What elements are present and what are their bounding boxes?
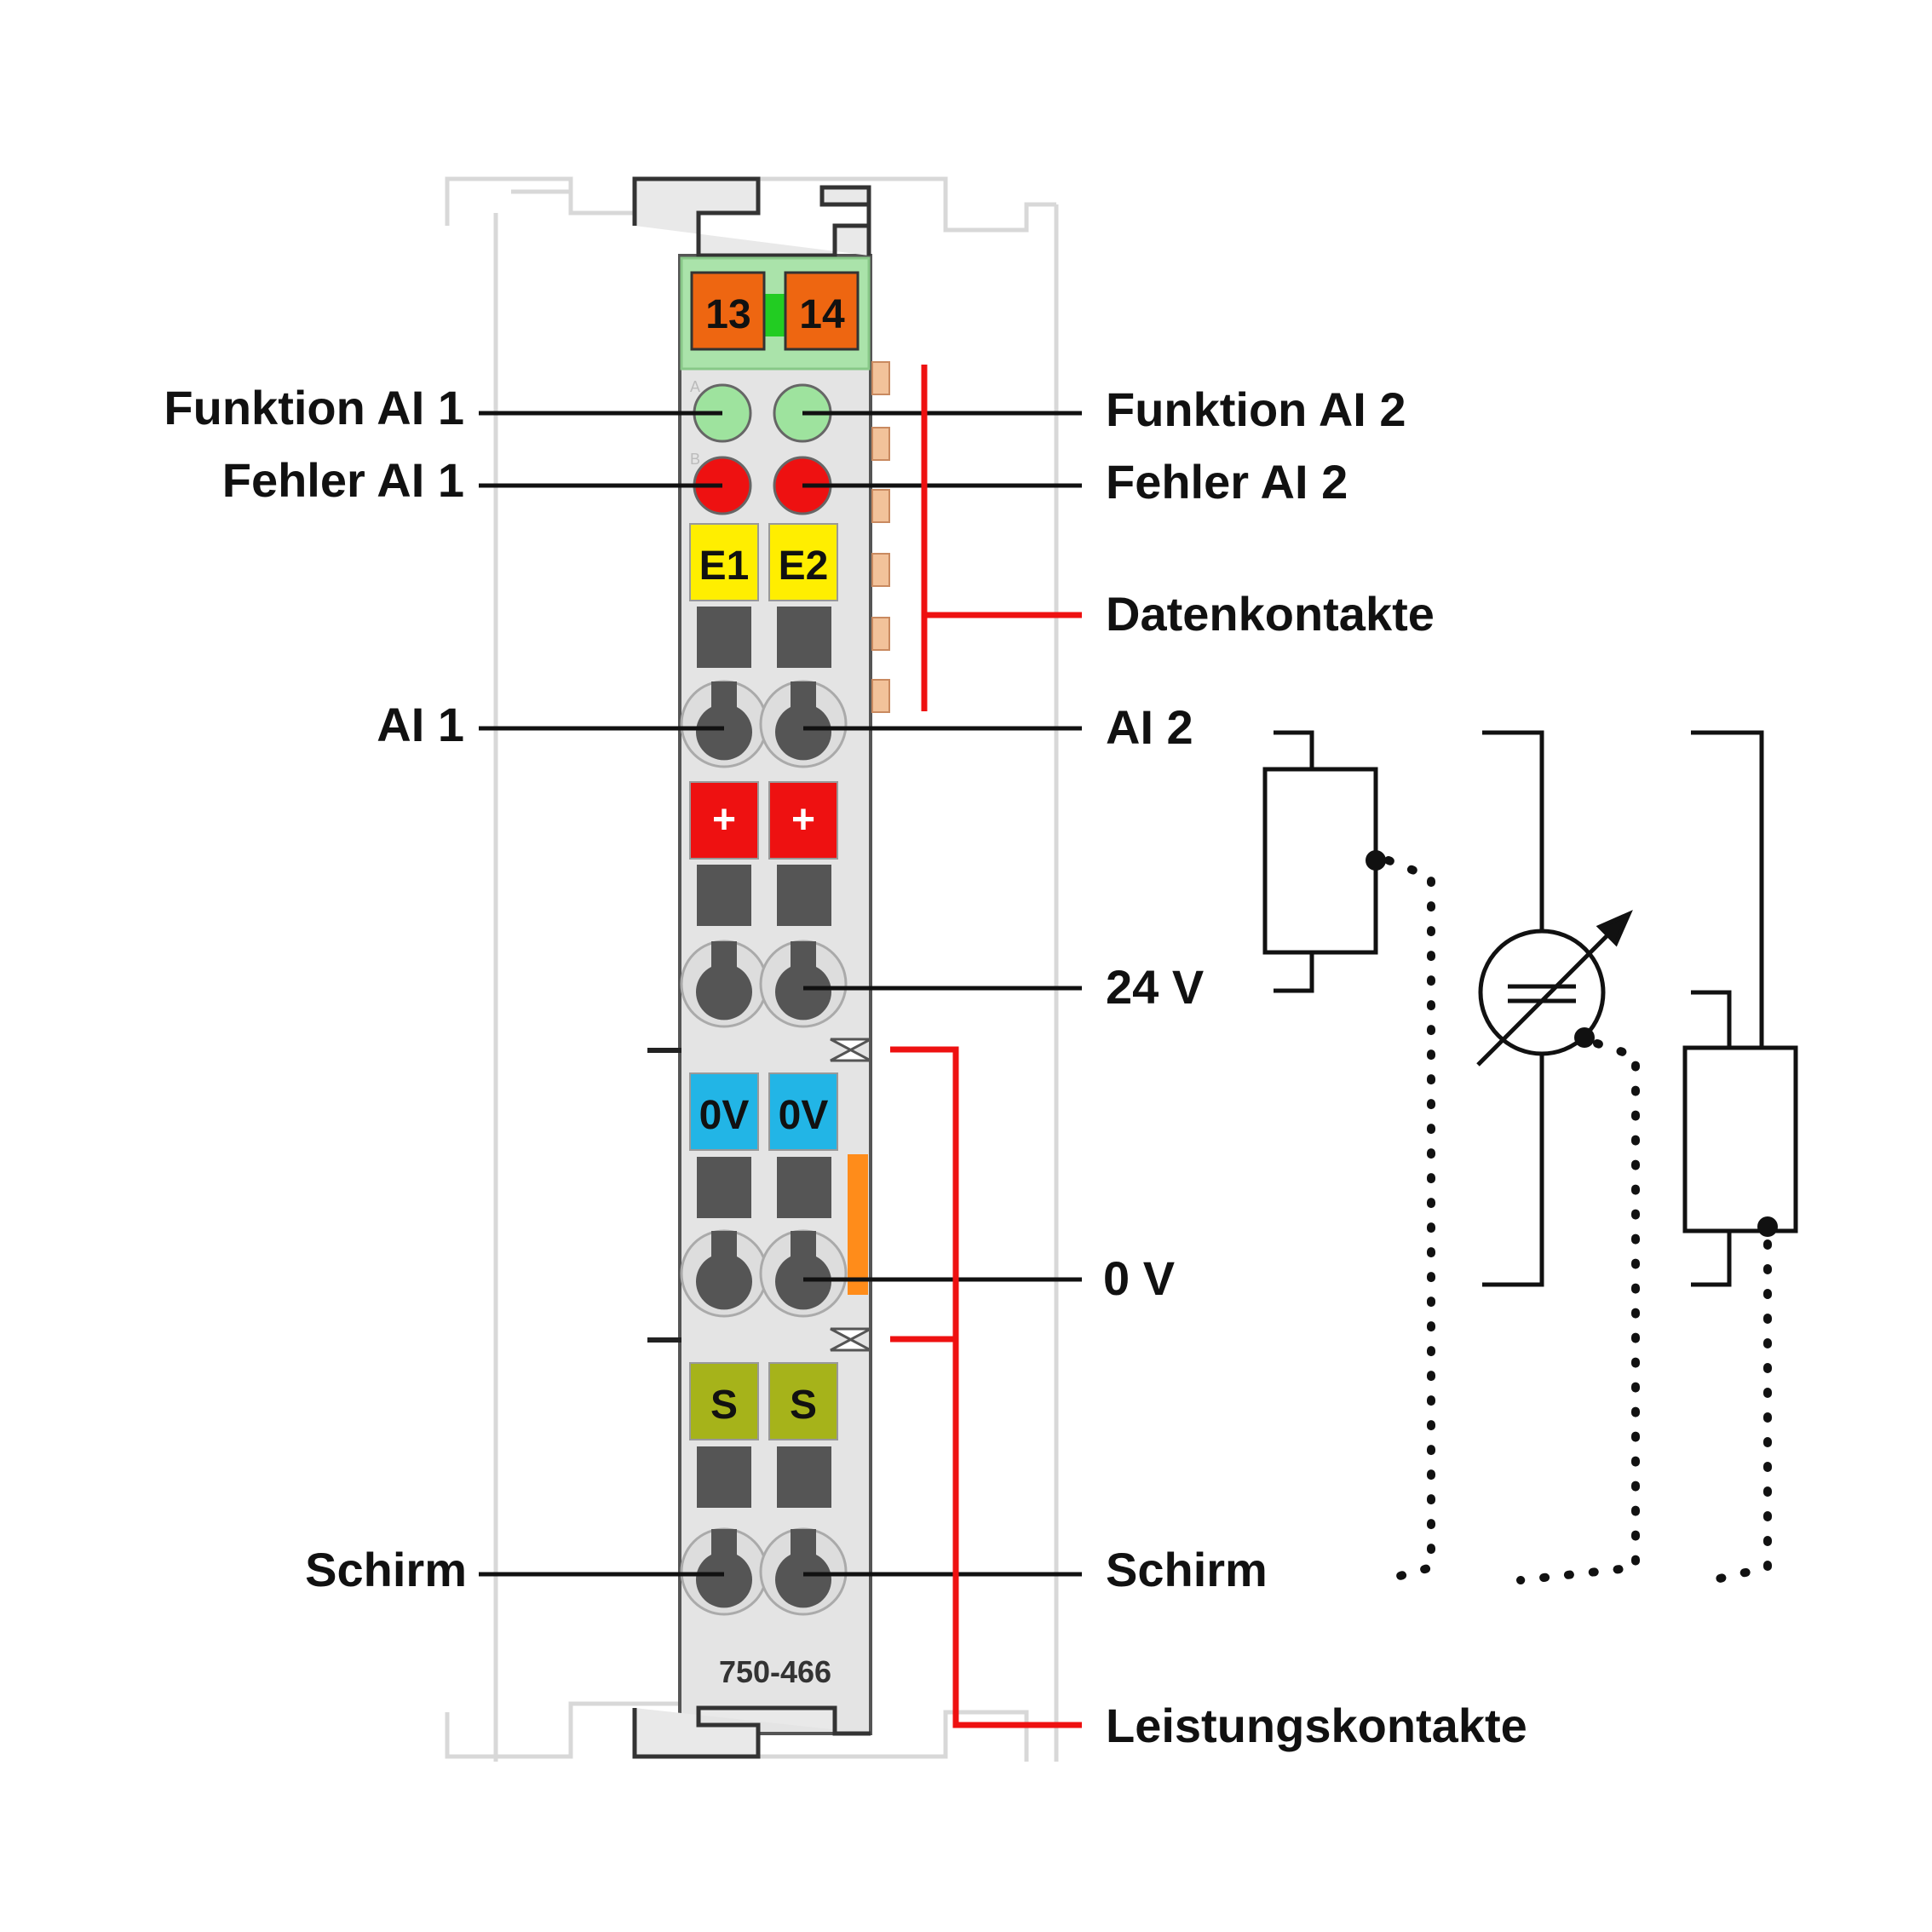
- sensor-schematic-resistor-2: [1682, 730, 1798, 1584]
- contact-shield-1: [689, 1362, 759, 1440]
- release-button-shield-1: [697, 1446, 751, 1508]
- power-jumper-orange: [848, 1154, 868, 1295]
- label-fehler-ai2: Fehler AI 2: [1106, 455, 1348, 509]
- contact-0v-1-label: 0V: [699, 1093, 750, 1138]
- contact-plus-1: [689, 781, 759, 860]
- release-button-0v-2: [777, 1157, 831, 1218]
- label-funktion-ai2: Funktion AI 2: [1106, 382, 1406, 436]
- clamp-pair-0v: [680, 1229, 848, 1318]
- led-row-label-b: B: [690, 451, 700, 468]
- power-contact-marker-top: [830, 1038, 871, 1062]
- terminal-13-block: [690, 271, 766, 351]
- clamp-pair-shield: [680, 1527, 848, 1616]
- label-leistungskontakte: Leistungskontakte: [1106, 1699, 1527, 1752]
- contact-0v-1: [689, 1072, 759, 1151]
- contact-e1-label: E1: [699, 543, 750, 589]
- bottom-clip: [632, 1705, 871, 1759]
- release-button-ai1: [697, 607, 751, 668]
- bracket-leistungskontakte: [890, 1046, 1082, 1728]
- label-0v: 0 V: [1103, 1251, 1175, 1305]
- contact-shield-2-label: S: [790, 1383, 817, 1428]
- label-ai1: AI 1: [377, 698, 464, 751]
- label-datenkontakte: Datenkontakte: [1106, 587, 1435, 641]
- sensor-schematic-resistor: [1262, 730, 1435, 1584]
- contact-plus-2-label: +: [791, 797, 815, 842]
- contact-shield-2: [768, 1362, 838, 1440]
- label-24v: 24 V: [1106, 960, 1204, 1014]
- io-module: 13 14 A B E1 E2: [632, 176, 890, 1759]
- release-button-shield-2: [777, 1446, 831, 1508]
- label-ai2: AI 2: [1106, 700, 1193, 754]
- data-contact-pins: [871, 361, 890, 713]
- led-row-label-a: A: [690, 378, 700, 395]
- top-clip: [632, 176, 871, 258]
- label-funktion-ai1: Funktion AI 1: [164, 381, 464, 434]
- bracket-datenkontakte: [921, 365, 1082, 711]
- contact-plus-2: [768, 781, 838, 860]
- label-schirm-right: Schirm: [1106, 1543, 1268, 1596]
- contact-0v-2-label: 0V: [779, 1093, 829, 1138]
- release-button-24v-1: [697, 865, 751, 926]
- contact-0v-2: [768, 1072, 838, 1151]
- clamp-pair-ai: [680, 680, 848, 768]
- sensor-schematic-capacitive: [1476, 730, 1640, 1584]
- label-fehler-ai1: Fehler AI 1: [222, 453, 464, 507]
- release-button-ai2: [777, 607, 831, 668]
- label-schirm-left: Schirm: [305, 1543, 467, 1596]
- part-number: 750-466: [719, 1654, 831, 1689]
- power-contact-marker-bottom: [830, 1327, 871, 1352]
- terminal-14-block: [784, 271, 860, 351]
- contact-e2-label: E2: [779, 543, 829, 589]
- release-button-24v-2: [777, 865, 831, 926]
- contact-plus-1-label: +: [712, 797, 736, 842]
- terminal-number-14: 14: [799, 292, 845, 337]
- contact-e2: [768, 523, 838, 601]
- clamp-pair-24v: [680, 940, 848, 1028]
- terminal-number-13: 13: [705, 292, 750, 337]
- contact-e1: [689, 523, 759, 601]
- release-button-0v-1: [697, 1157, 751, 1218]
- leader-lines: [479, 411, 1082, 1577]
- contact-shield-1-label: S: [710, 1383, 738, 1428]
